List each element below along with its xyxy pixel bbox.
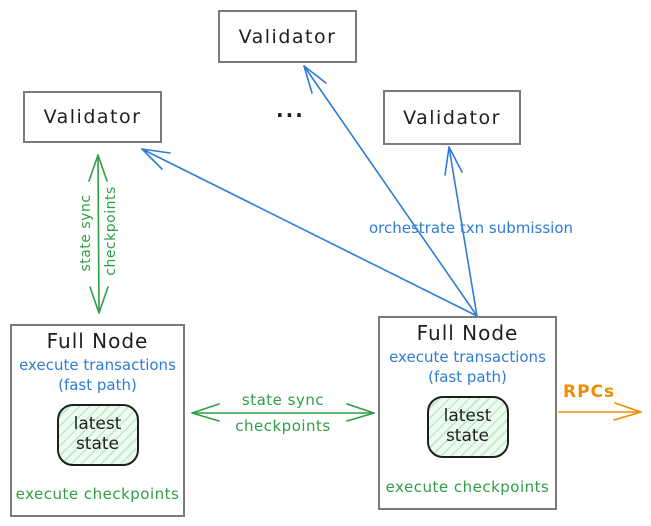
validator-right-label: Validator [403, 106, 501, 129]
execute-transactions-text: execute transactions [389, 348, 546, 366]
latest-state-line1: latest [73, 414, 122, 435]
rpcs-label: RPCs [563, 382, 616, 402]
full-node-left: Full Node execute transactions (fast pat… [10, 324, 185, 517]
validator-left-label: Validator [43, 106, 142, 128]
state-sync-left-arrow [88, 154, 109, 314]
state-sync-left-label-line2: checkpoints [103, 186, 119, 276]
full-node-right-execute-transactions: execute transactions (fast path) [389, 348, 546, 387]
validator-right-node: Validator [383, 90, 521, 145]
state-sync-middle-label-line2: checkpoints [235, 417, 331, 435]
more-validators-ellipsis: ... [276, 98, 305, 122]
full-node-right: Full Node execute transactions (fast pat… [378, 316, 557, 510]
orchestrate-arrow-to-top-validator [303, 65, 478, 317]
latest-state-line1: latest [443, 406, 492, 427]
state-sync-middle-arrow [191, 403, 375, 422]
state-sync-left-label-line1: state sync [78, 194, 94, 272]
full-node-left-latest-state: latest state [56, 404, 139, 466]
orchestrate-arrow-to-right-validator [444, 146, 478, 317]
full-node-right-execute-checkpoints: execute checkpoints [385, 478, 550, 496]
execute-transactions-text: execute transactions [19, 356, 176, 374]
full-node-left-execute-transactions: execute transactions (fast path) [19, 356, 176, 395]
full-node-right-title: Full Node [416, 321, 519, 345]
rpcs-arrow [558, 402, 642, 421]
latest-state-line2: state [445, 426, 490, 446]
validator-top-node: Validator [218, 10, 357, 63]
full-node-right-latest-state: latest state [426, 396, 509, 458]
full-node-left-execute-checkpoints: execute checkpoints [15, 485, 180, 503]
validator-left-node: Validator [23, 91, 162, 143]
orchestrate-arrow-to-left-validator [141, 148, 478, 317]
orchestrate-txn-submission-label: orchestrate txn submission [368, 219, 574, 237]
fast-path-text: (fast path) [58, 375, 137, 394]
state-sync-middle-label-line1: state sync [241, 391, 325, 409]
fast-path-text: (fast path) [428, 367, 507, 386]
latest-state-line2: state [75, 434, 120, 454]
full-node-left-title: Full Node [46, 329, 149, 353]
validator-top-label: Validator [238, 25, 337, 48]
